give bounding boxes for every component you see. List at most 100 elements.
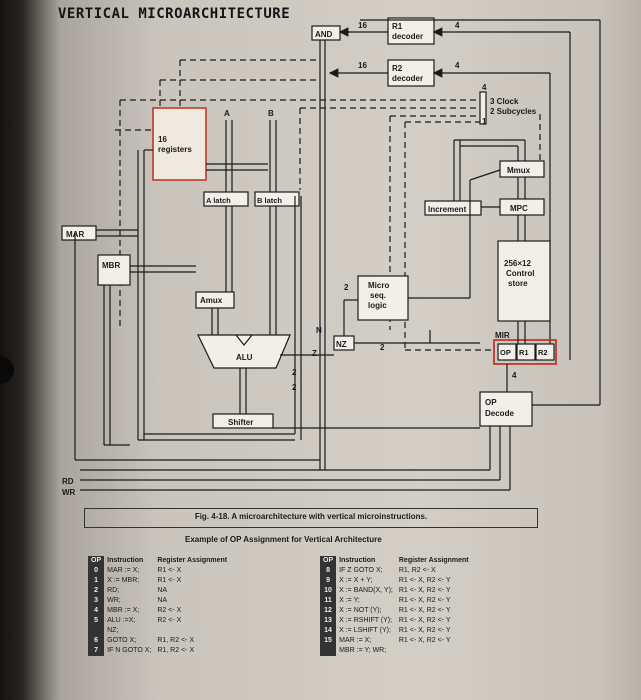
assignment-cell: NA — [157, 587, 168, 594]
op-cell: 2 — [88, 586, 105, 596]
bus4-top-label: 4 — [455, 21, 460, 30]
instruction-cell: MAR := X; — [339, 637, 372, 644]
assignment-cell: R1, R2 <- X — [157, 647, 195, 654]
registers-label-2: registers — [158, 145, 192, 154]
increment-box — [424, 200, 482, 216]
instruction-cell: X := NOT (Y); — [339, 607, 382, 614]
control-store-box — [497, 240, 551, 322]
assignment-cell: R1 <- X — [157, 577, 182, 584]
instruction-cell: X := X + Y; — [339, 577, 373, 584]
mir-op-label: OP — [500, 348, 511, 357]
op-cell: 6 — [88, 636, 105, 646]
assignment-cell: R2 <- X — [157, 617, 182, 624]
op-decode-label-2: Decode — [485, 409, 514, 418]
nz-label: NZ — [336, 340, 347, 349]
op-cell: 15 — [320, 636, 337, 646]
instruction-cell: X := RSHIFT (Y); — [339, 617, 393, 624]
microarchitecture-diagram: AND R1 decoder R2 decoder 16 16 4 4 4 3 … — [61, 18, 557, 497]
mir-r1-label: R1 — [519, 348, 529, 357]
op-cell: 9 — [320, 576, 337, 586]
op-header: OP — [320, 556, 337, 566]
instruction-cell: GOTO X; — [107, 637, 137, 644]
instruction-cell: X := BAND(X, Y); — [339, 587, 393, 594]
two-label-c: 2 — [292, 368, 297, 377]
mmux-box — [499, 160, 545, 178]
instruction-cell: ALU :=X; — [107, 617, 136, 624]
clock-label-1: 3 Clock — [490, 97, 519, 106]
b-latch-label: B latch — [257, 196, 282, 205]
assignment-cell: R1, R2 <- X — [398, 567, 436, 574]
control-store-label-1: 256×12 — [504, 259, 531, 268]
shifter-label: Shifter — [228, 418, 253, 427]
a-latch-label: A latch — [206, 196, 231, 205]
mir-label: MIR — [495, 331, 510, 340]
assignment-cell — [154, 626, 230, 636]
alu-label: ALU — [236, 353, 253, 362]
instruction-cell: X := MBR; — [107, 577, 140, 584]
bus4-mid-label: 4 — [455, 61, 460, 70]
and-gate-label: AND — [315, 30, 333, 39]
op-cell: 10 — [320, 586, 337, 596]
control-store-label-2: Control — [506, 269, 534, 278]
registers-label-1: 16 — [158, 135, 167, 144]
instruction-header: Instruction — [107, 557, 144, 564]
op-cell: 5 — [88, 616, 105, 626]
bus-b-label: B — [268, 109, 274, 118]
assignment-cell: R1 <- X, R2 <- Y — [398, 637, 451, 644]
mpc-label: MPC — [510, 204, 528, 213]
mbr-label: MBR — [102, 261, 120, 270]
instruction-cell: X := Y; — [339, 597, 360, 604]
op-cell: 12 — [320, 606, 337, 616]
bus16-top-label: 16 — [358, 21, 367, 30]
alu-shape — [197, 334, 291, 369]
table-row: NZ; — [88, 626, 230, 636]
instruction-cell: MBR := X; — [107, 607, 140, 614]
example-title: Example of OP Assignment for Vertical Ar… — [185, 535, 382, 544]
op-cell: 1 — [88, 576, 105, 586]
op-cell: 8 — [320, 566, 337, 576]
bus16-mid-label: 16 — [358, 61, 367, 70]
register-assignment-header: Register Assignment — [157, 557, 228, 564]
two-label-b: 2 — [380, 343, 385, 352]
r2-decoder-label-1: R2 — [392, 64, 403, 73]
assignment-cell: R1 <- X, R2 <- Y — [398, 617, 451, 624]
micro-seq-label-2: seq. — [370, 291, 386, 300]
assignment-cell: R1 <- X, R2 <- Y — [398, 607, 451, 614]
instruction-cell: IF N GOTO X; — [107, 647, 152, 654]
wr-label: WR — [62, 488, 76, 497]
assignment-cell: R1 <- X, R2 <- Y — [398, 577, 451, 584]
amux-box — [195, 291, 235, 309]
instruction-cell: MBR := Y; WR; — [339, 647, 387, 654]
op-header: OP — [88, 556, 105, 566]
mar-box — [61, 225, 97, 241]
micro-seq-label-1: Micro — [368, 281, 389, 290]
assignment-cell: R1, R2 <- X — [157, 637, 195, 644]
op-cell: 3 — [88, 596, 105, 606]
caption-box: Fig. 4-18. A microarchitecture with vert… — [84, 508, 538, 528]
clock-label-2: 2 Subcycles — [490, 107, 537, 116]
op-cell: 0 — [88, 566, 105, 576]
r1-decoder-label-2: decoder — [392, 32, 423, 41]
clock-bar — [479, 91, 487, 125]
two-label-a: 2 — [344, 283, 349, 292]
r1-decoder-label-1: R1 — [392, 22, 403, 31]
control-store-label-3: store — [508, 279, 528, 288]
clock-tick-4: 4 — [482, 83, 487, 92]
mmux-label: Mmux — [507, 166, 531, 175]
assignment-cell: R1 <- X, R2 <- Y — [398, 627, 451, 634]
instruction-cell: X := LSHIFT (Y); — [339, 627, 391, 634]
assignment-cell — [396, 646, 472, 656]
